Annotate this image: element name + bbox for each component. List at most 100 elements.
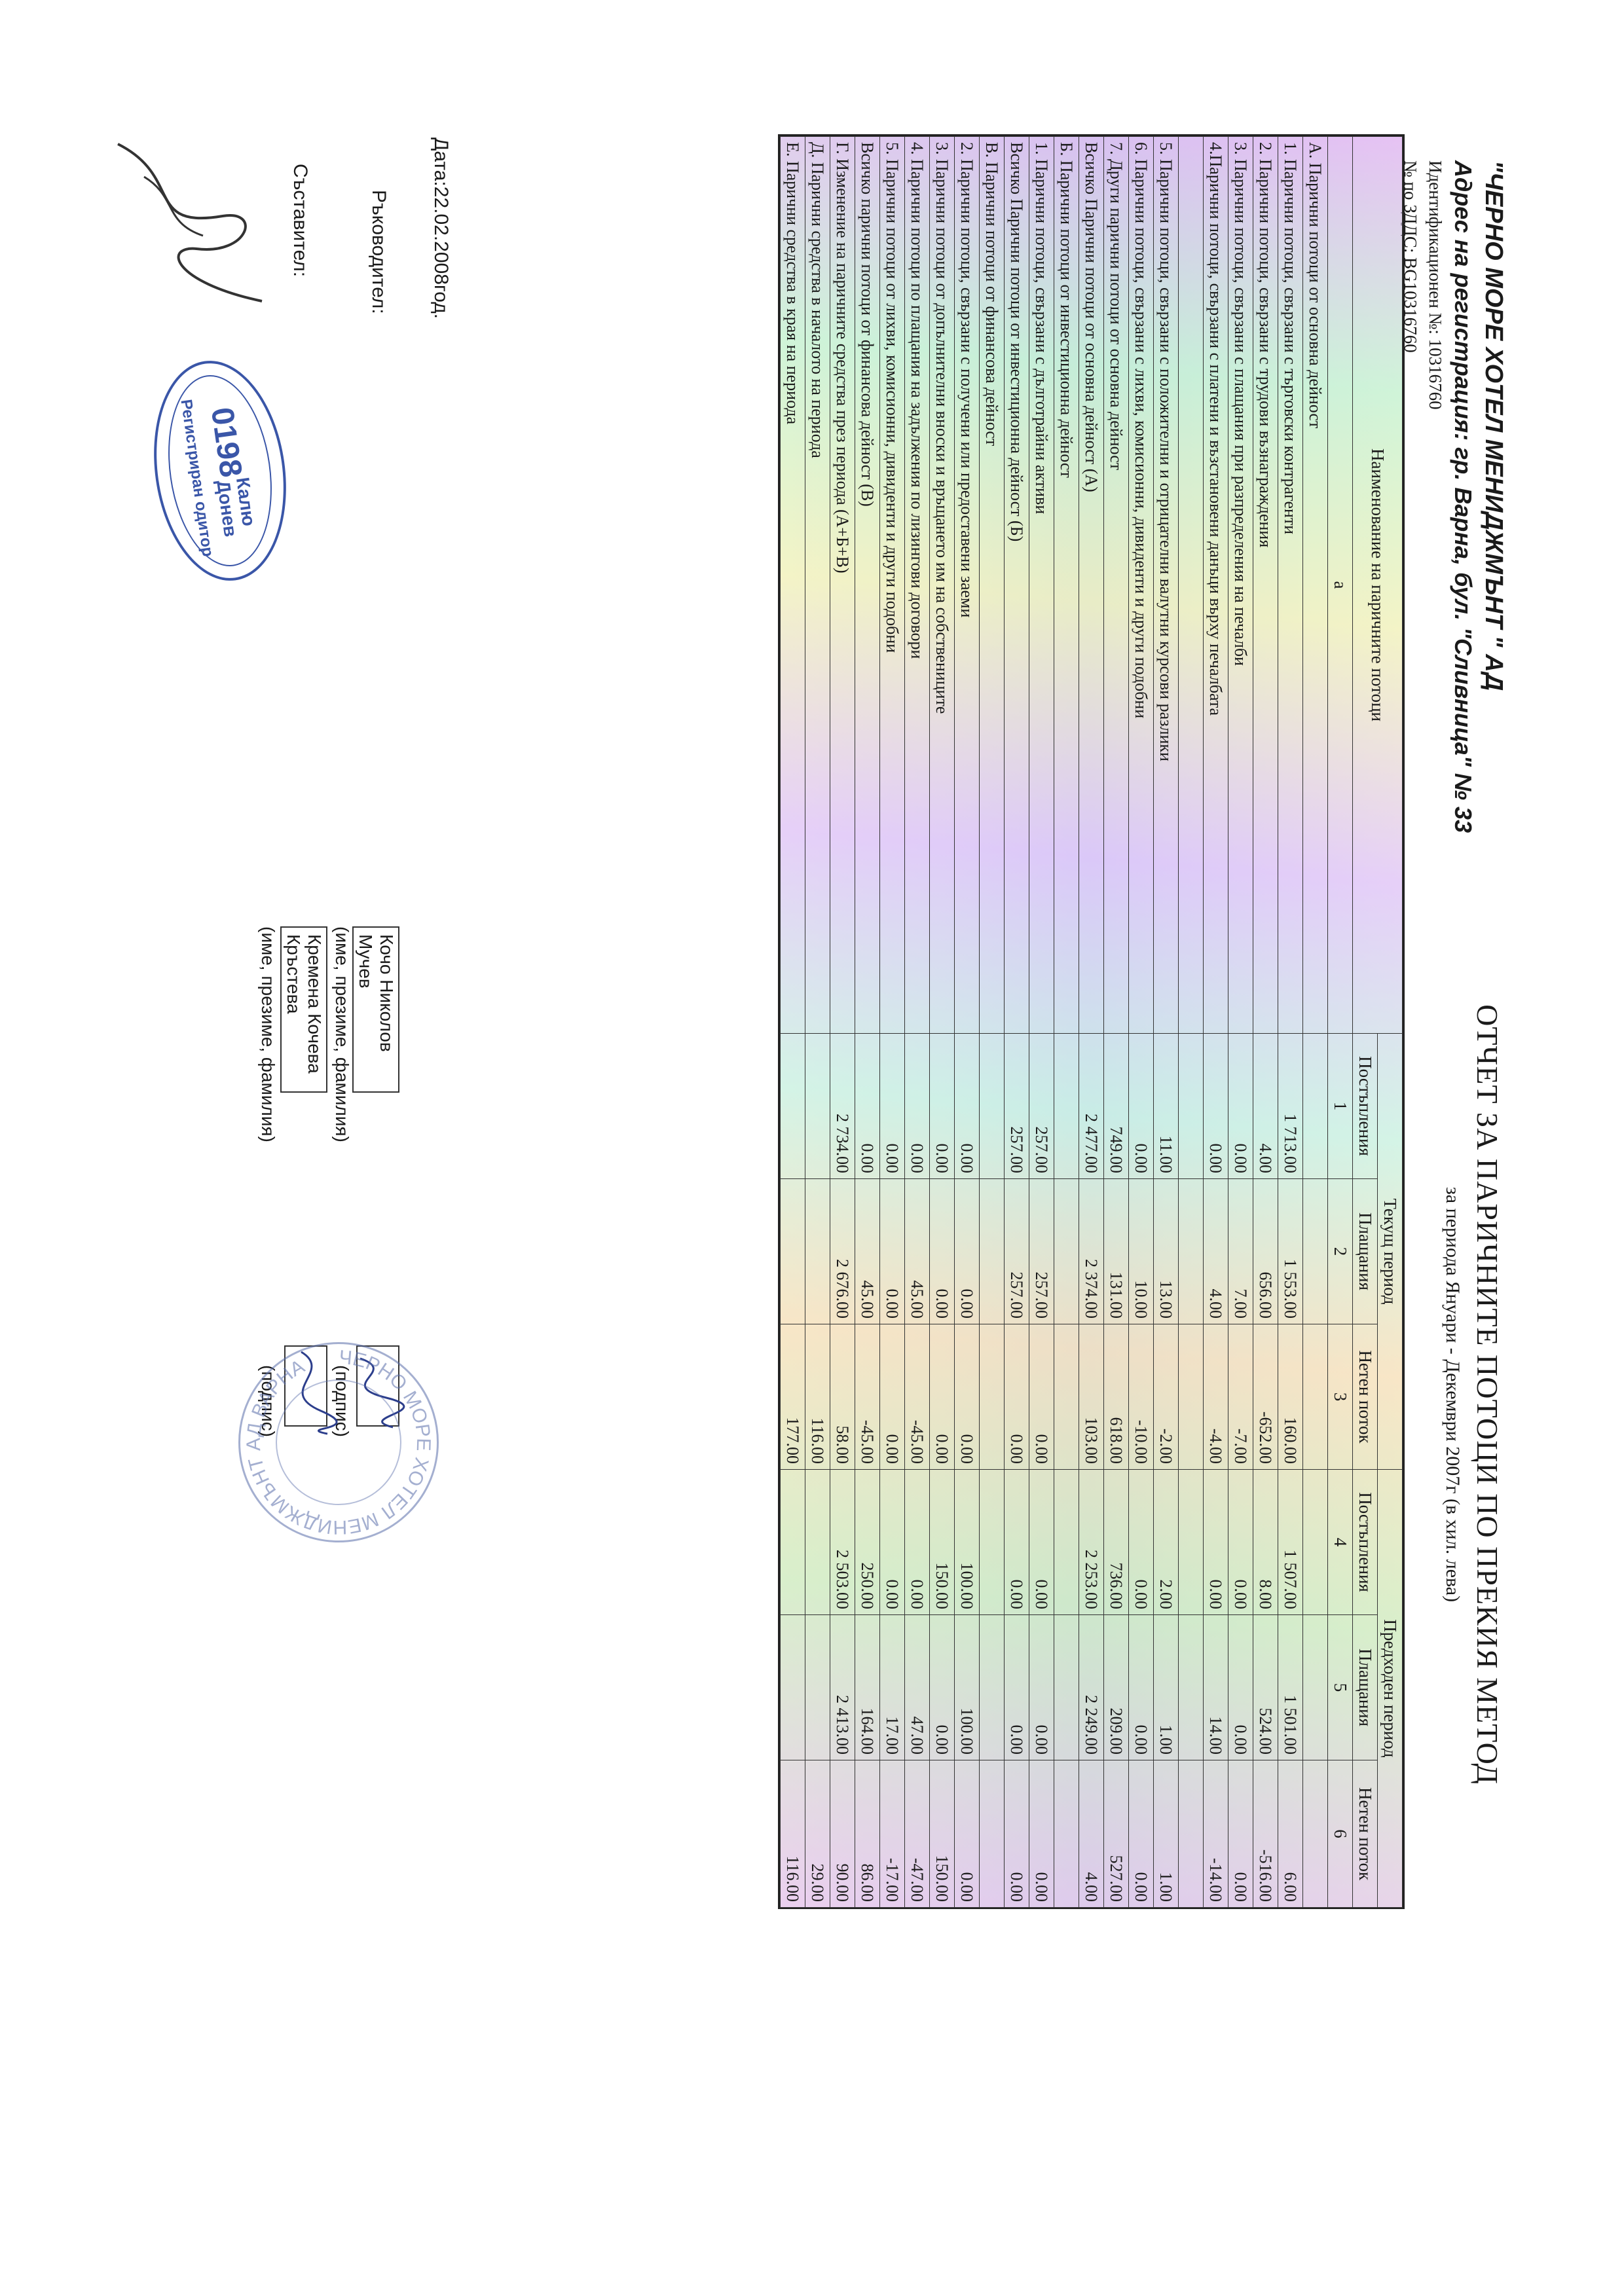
payments-previous-cell: 0.00 xyxy=(1228,1614,1253,1760)
header-net-flow-current: Нетен поток xyxy=(1352,1324,1378,1470)
handwritten-signature-manager xyxy=(301,1351,405,1435)
report-date: Дата:22.02.2008год. xyxy=(430,137,452,319)
net-flow-previous-cell: 0.00 xyxy=(954,1760,980,1908)
receipts-current-cell: 0.00 xyxy=(929,1033,955,1179)
table-row: 5. Парични потоци, свързани с положителн… xyxy=(1153,136,1179,1908)
receipts-current-cell: 2 734.00 xyxy=(830,1033,855,1179)
net-flow-current-cell xyxy=(1302,1324,1328,1470)
receipts-current-cell xyxy=(1178,1033,1204,1179)
receipts-previous-cell: 0.00 xyxy=(904,1469,930,1615)
payments-current-cell xyxy=(1302,1178,1328,1324)
row-label: 5. Парични потоци от лихви, комисионни, … xyxy=(879,136,905,1034)
net-flow-current-cell: 58.00 xyxy=(830,1324,855,1470)
receipts-previous-cell: 0.00 xyxy=(1203,1469,1228,1615)
net-flow-previous-cell: 4.00 xyxy=(1079,1760,1104,1908)
receipts-previous-cell: 150.00 xyxy=(929,1469,955,1615)
net-flow-previous-cell: -47.00 xyxy=(904,1760,930,1908)
net-flow-previous-cell: 90.00 xyxy=(830,1760,855,1908)
payments-previous-cell: 1 501.00 xyxy=(1278,1614,1303,1760)
row-label: 2. Парични потоци, свързани с получени и… xyxy=(954,136,980,1034)
table-row: 3. Парични потоци от допълнителни вноски… xyxy=(929,136,955,1908)
payments-current-cell: 45.00 xyxy=(855,1178,880,1324)
row-label: Д. Парични средства в началото на период… xyxy=(805,136,830,1034)
header-name-column: Наименование на паричните потоци xyxy=(1352,136,1403,1034)
payments-current-cell: 13.00 xyxy=(1153,1178,1179,1324)
table-row: 1. Парични потоци, свързани с търговски … xyxy=(1278,136,1303,1908)
table-row: Всичко Парични потоци от инвестиционна д… xyxy=(1004,136,1029,1908)
net-flow-previous-cell: 0.00 xyxy=(1029,1760,1054,1908)
net-flow-previous-cell: 527.00 xyxy=(1103,1760,1129,1908)
payments-previous-cell: 47.00 xyxy=(904,1614,930,1760)
net-flow-previous-cell xyxy=(1054,1760,1079,1908)
row-label: 1. Парични потоци, свързани с търговски … xyxy=(1278,136,1303,1034)
receipts-current-cell: 1 713.00 xyxy=(1278,1033,1303,1179)
payments-current-cell xyxy=(1178,1178,1204,1324)
net-flow-current-cell xyxy=(979,1324,1005,1470)
company-id: Идентификационен №: 10316760 xyxy=(1426,160,1445,410)
receipts-current-cell: 0.00 xyxy=(1203,1033,1228,1179)
payments-current-cell: 257.00 xyxy=(1004,1178,1029,1324)
payments-current-cell xyxy=(805,1178,830,1324)
receipts-current-cell: 2 477.00 xyxy=(1079,1033,1104,1179)
net-flow-previous-cell: 150.00 xyxy=(929,1760,955,1908)
payments-previous-cell: 0.00 xyxy=(1029,1614,1054,1760)
payments-current-cell: 257.00 xyxy=(1029,1178,1054,1324)
report-title: ОТЧЕТ ЗА ПАРИЧНИТЕ ПОТОЦИ ПО ПРЕКИЯ МЕТО… xyxy=(1471,1004,1504,1785)
row-label: Всичко Парични потоци от основна дейност… xyxy=(1079,136,1104,1034)
receipts-previous-cell xyxy=(1054,1469,1079,1615)
row-label: 7. Други парични потоци от основна дейно… xyxy=(1103,136,1129,1034)
payments-previous-cell xyxy=(979,1614,1005,1760)
net-flow-previous-cell: 0.00 xyxy=(1228,1760,1253,1908)
header-receipts-current: Постъпления xyxy=(1352,1033,1378,1179)
compiler-name: Кремена Кочева Кръстева xyxy=(280,926,327,1093)
row-label: 6. Парични потоци, свързани с лихви, ком… xyxy=(1128,136,1154,1034)
table-row xyxy=(1178,136,1204,1908)
payments-previous-cell: 0.00 xyxy=(1128,1614,1154,1760)
table-row: 7. Други парични потоци от основна дейно… xyxy=(1103,136,1129,1908)
report-subtitle: за периода Януари - Декември 2007г (в хи… xyxy=(1442,1186,1464,1603)
svg-text:ЧЕРНО МОРЕ ХОТЕЛ МЕНИДЖМЪНТ АД: ЧЕРНО МОРЕ ХОТЕЛ МЕНИДЖМЪНТ АД ВАРНА xyxy=(243,1347,434,1538)
row-label: 4. Парични потоци по плащания на задълже… xyxy=(904,136,930,1034)
net-flow-current-cell: -652.00 xyxy=(1253,1324,1278,1470)
compiler-name-hint: (име, презиме, фамилия) xyxy=(258,926,278,1142)
company-name: "ЧЕРНО МОРЕ ХОТЕЛ МЕНИДЖМЪНТ " АД xyxy=(1480,160,1507,691)
table-row: Д. Парични средства в началото на период… xyxy=(805,136,830,1908)
payments-current-cell: 4.00 xyxy=(1203,1178,1228,1324)
row-label: В. Парични потоци от финансова дейност xyxy=(979,136,1005,1034)
receipts-previous-cell: 2 253.00 xyxy=(1079,1469,1104,1615)
payments-current-cell: 0.00 xyxy=(929,1178,955,1324)
net-flow-current-cell xyxy=(1178,1324,1204,1470)
net-flow-previous-cell: 0.00 xyxy=(1128,1760,1154,1908)
payments-previous-cell: 0.00 xyxy=(929,1614,955,1760)
net-flow-current-cell: -45.00 xyxy=(904,1324,930,1470)
receipts-current-cell: 0.00 xyxy=(904,1033,930,1179)
table-row: 5. Парични потоци от лихви, комисионни, … xyxy=(879,136,905,1908)
row-label: Всичко Парични потоци от инвестиционна д… xyxy=(1004,136,1029,1034)
payments-previous-cell: 164.00 xyxy=(855,1614,880,1760)
header-payments-previous: Плащания xyxy=(1352,1614,1378,1760)
payments-current-cell: 45.00 xyxy=(904,1178,930,1324)
table-row: Г. Изменение на паричните средства през … xyxy=(830,136,855,1908)
receipts-current-cell: 257.00 xyxy=(1029,1033,1054,1179)
payments-previous-cell: 524.00 xyxy=(1253,1614,1278,1760)
net-flow-previous-cell: 86.00 xyxy=(855,1760,880,1908)
receipts-current-cell xyxy=(1054,1033,1079,1179)
receipts-current-cell: 0.00 xyxy=(1228,1033,1253,1179)
net-flow-current-cell: 618.00 xyxy=(1103,1324,1129,1470)
net-flow-current-cell: 116.00 xyxy=(805,1324,830,1470)
net-flow-current-cell: 0.00 xyxy=(954,1324,980,1470)
header-receipts-previous: Постъпления xyxy=(1352,1469,1378,1615)
payments-previous-cell: 17.00 xyxy=(879,1614,905,1760)
payments-previous-cell xyxy=(1054,1614,1079,1760)
header-current-period: Текущ период xyxy=(1377,1033,1403,1470)
receipts-current-cell xyxy=(979,1033,1005,1179)
net-flow-previous-cell xyxy=(979,1760,1005,1908)
header-index-5: 5 xyxy=(1327,1614,1353,1760)
table-row: Всичко Парични потоци от основна дейност… xyxy=(1079,136,1104,1908)
table-row: В. Парични потоци от финансова дейност xyxy=(979,136,1005,1908)
payments-current-cell: 0.00 xyxy=(954,1178,980,1324)
net-flow-current-cell: 0.00 xyxy=(929,1324,955,1470)
payments-previous-cell xyxy=(780,1614,805,1760)
payments-current-cell: 10.00 xyxy=(1128,1178,1154,1324)
net-flow-previous-cell: 1.00 xyxy=(1153,1760,1179,1908)
